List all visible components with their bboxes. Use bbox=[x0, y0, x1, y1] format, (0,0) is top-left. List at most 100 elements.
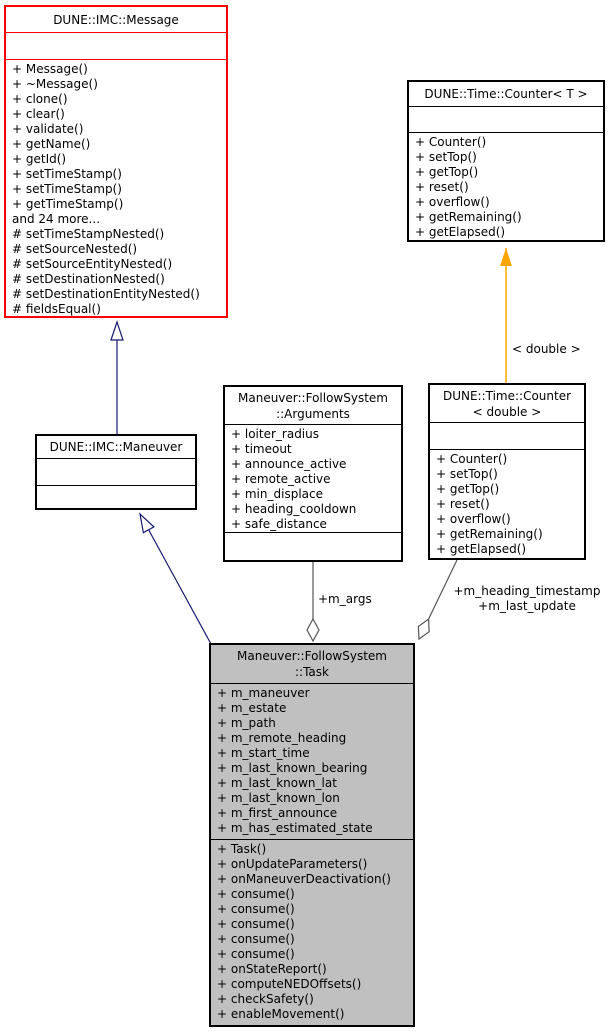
edge-label-line: +m_last_update bbox=[478, 599, 576, 613]
methods-section: + Message() + ~Message() + clone() + cle… bbox=[6, 59, 226, 316]
methods-section: + Counter() + setTop() + getTop() + rese… bbox=[409, 132, 603, 240]
attributes-section-empty bbox=[37, 458, 195, 485]
method-line: + ~Message() bbox=[12, 77, 98, 91]
edge-label-template-instantiation: < double > bbox=[512, 342, 581, 356]
class-title-text: DUNE::Time::Counter bbox=[442, 388, 572, 403]
class-title-text: DUNE::IMC::Message bbox=[53, 12, 179, 27]
attribute-line: + m_first_announce bbox=[217, 806, 338, 820]
method-line: + reset() bbox=[436, 497, 490, 511]
class-title-text: Maneuver::FollowSystem bbox=[237, 649, 387, 663]
method-line: + getId() bbox=[12, 152, 67, 166]
attributes-section-empty bbox=[6, 32, 226, 59]
methods-section-empty bbox=[225, 532, 401, 560]
method-line: + setTimeStamp() bbox=[12, 182, 122, 196]
method-line: + consume() bbox=[217, 947, 295, 961]
attributes-section-empty bbox=[430, 422, 584, 449]
method-line: + onStateReport() bbox=[217, 962, 327, 976]
method-line: + getElapsed() bbox=[436, 542, 527, 556]
methods-section-empty bbox=[37, 485, 195, 508]
attribute-line: + m_last_known_lon bbox=[217, 791, 340, 805]
class-box-followsystem-arguments[interactable]: Maneuver::FollowSystem ::Arguments + loi… bbox=[223, 385, 403, 562]
method-line: + getRemaining() bbox=[415, 210, 522, 224]
methods-section: + Counter() + setTop() + getTop() + rese… bbox=[430, 449, 584, 558]
attribute-line: + timeout bbox=[231, 442, 292, 456]
method-line: + getTimeStamp() bbox=[12, 197, 124, 211]
method-line: + Counter() bbox=[415, 135, 487, 149]
attribute-line: + m_start_time bbox=[217, 746, 310, 760]
method-line: # setDestinationNested() bbox=[12, 272, 165, 286]
attribute-line: + min_displace bbox=[231, 487, 323, 501]
attribute-line: + m_estate bbox=[217, 701, 287, 715]
attributes-section: + m_maneuver + m_estate + m_path + m_rem… bbox=[211, 683, 413, 839]
class-title: DUNE::Time::Counter < double > bbox=[430, 385, 584, 422]
method-line: + onUpdateParameters() bbox=[217, 857, 368, 871]
class-title-text: < double > bbox=[472, 404, 542, 419]
method-line: # setSourceNested() bbox=[12, 242, 138, 256]
edge-inheritance-task-to-maneuver bbox=[139, 512, 212, 645]
method-line: + getTop() bbox=[415, 165, 479, 179]
method-line: + clone() bbox=[12, 92, 68, 106]
method-line: + getName() bbox=[12, 137, 91, 151]
method-line: + computeNEDOffsets() bbox=[217, 977, 362, 991]
attribute-line: + m_maneuver bbox=[217, 686, 310, 700]
method-line: + onManeuverDeactivation() bbox=[217, 872, 391, 886]
method-line: + Task() bbox=[217, 842, 267, 856]
attribute-line: + m_path bbox=[217, 716, 276, 730]
attributes-section-empty bbox=[409, 106, 603, 132]
truncation-note: and 24 more... bbox=[12, 212, 101, 226]
class-box-dune-time-counter-double[interactable]: DUNE::Time::Counter < double > + Counter… bbox=[428, 383, 586, 560]
attribute-line: + m_remote_heading bbox=[217, 731, 347, 745]
attribute-line: + announce_active bbox=[231, 457, 347, 471]
method-line: + Message() bbox=[12, 62, 88, 76]
class-title: Maneuver::FollowSystem ::Task bbox=[211, 645, 413, 683]
class-title-text: DUNE::Time::Counter< T > bbox=[424, 87, 588, 101]
method-line: + consume() bbox=[217, 902, 295, 916]
attribute-line: + remote_active bbox=[231, 472, 331, 486]
edge-label-heading-timestamp: +m_heading_timestamp +m_last_update bbox=[445, 584, 609, 614]
class-title: DUNE::IMC::Message bbox=[6, 7, 226, 32]
method-line: + setTop() bbox=[415, 150, 477, 164]
method-line: # setTimeStampNested() bbox=[12, 227, 165, 241]
edge-aggregation-heading-timestamp bbox=[419, 559, 458, 639]
class-title-text: DUNE::IMC::Maneuver bbox=[49, 440, 183, 454]
class-title-text: Maneuver::FollowSystem bbox=[238, 390, 388, 405]
method-line: + consume() bbox=[217, 932, 295, 946]
attribute-line: + safe_distance bbox=[231, 517, 327, 531]
method-line: + getTop() bbox=[436, 482, 500, 496]
method-line: # setDestinationEntityNested() bbox=[12, 287, 200, 301]
class-title: DUNE::Time::Counter< T > bbox=[409, 82, 603, 106]
class-box-dune-imc-maneuver[interactable]: DUNE::IMC::Maneuver bbox=[35, 434, 197, 510]
method-line: + setTop() bbox=[436, 467, 498, 481]
method-line: + checkSafety() bbox=[217, 992, 314, 1006]
attributes-section: + loiter_radius + timeout + announce_act… bbox=[225, 424, 401, 532]
method-line: + getElapsed() bbox=[415, 225, 506, 239]
method-line: + overflow() bbox=[415, 195, 490, 209]
method-line: + consume() bbox=[217, 887, 295, 901]
method-line: # fieldsEqual() bbox=[12, 302, 101, 316]
attribute-line: + m_last_known_bearing bbox=[217, 761, 368, 775]
method-line: # setSourceEntityNested() bbox=[12, 257, 173, 271]
class-title-text: ::Task bbox=[295, 665, 329, 679]
method-line: + getRemaining() bbox=[436, 527, 543, 541]
edge-label-m-args: +m_args bbox=[318, 592, 372, 606]
attribute-line: + m_has_estimated_state bbox=[217, 821, 373, 835]
attribute-line: + loiter_radius bbox=[231, 427, 319, 441]
method-line: + overflow() bbox=[436, 512, 511, 526]
class-title: Maneuver::FollowSystem ::Arguments bbox=[225, 387, 401, 424]
method-line: + enableMovement() bbox=[217, 1007, 345, 1021]
class-box-dune-time-counter-t[interactable]: DUNE::Time::Counter< T > + Counter() + s… bbox=[407, 80, 605, 242]
methods-section: + Task() + onUpdateParameters() + onMane… bbox=[211, 839, 413, 1025]
attribute-line: + heading_cooldown bbox=[231, 502, 357, 516]
method-line: + consume() bbox=[217, 917, 295, 931]
class-box-followsystem-task[interactable]: Maneuver::FollowSystem ::Task + m_maneuv… bbox=[209, 643, 415, 1027]
method-line: + setTimeStamp() bbox=[12, 167, 122, 181]
class-box-dune-imc-message[interactable]: DUNE::IMC::Message + Message() + ~Messag… bbox=[4, 5, 228, 318]
method-line: + Counter() bbox=[436, 452, 508, 466]
class-title-text: ::Arguments bbox=[276, 406, 350, 421]
method-line: + reset() bbox=[415, 180, 469, 194]
method-line: + validate() bbox=[12, 122, 84, 136]
class-title: DUNE::IMC::Maneuver bbox=[37, 436, 195, 458]
edge-label-line: +m_heading_timestamp bbox=[453, 584, 601, 598]
